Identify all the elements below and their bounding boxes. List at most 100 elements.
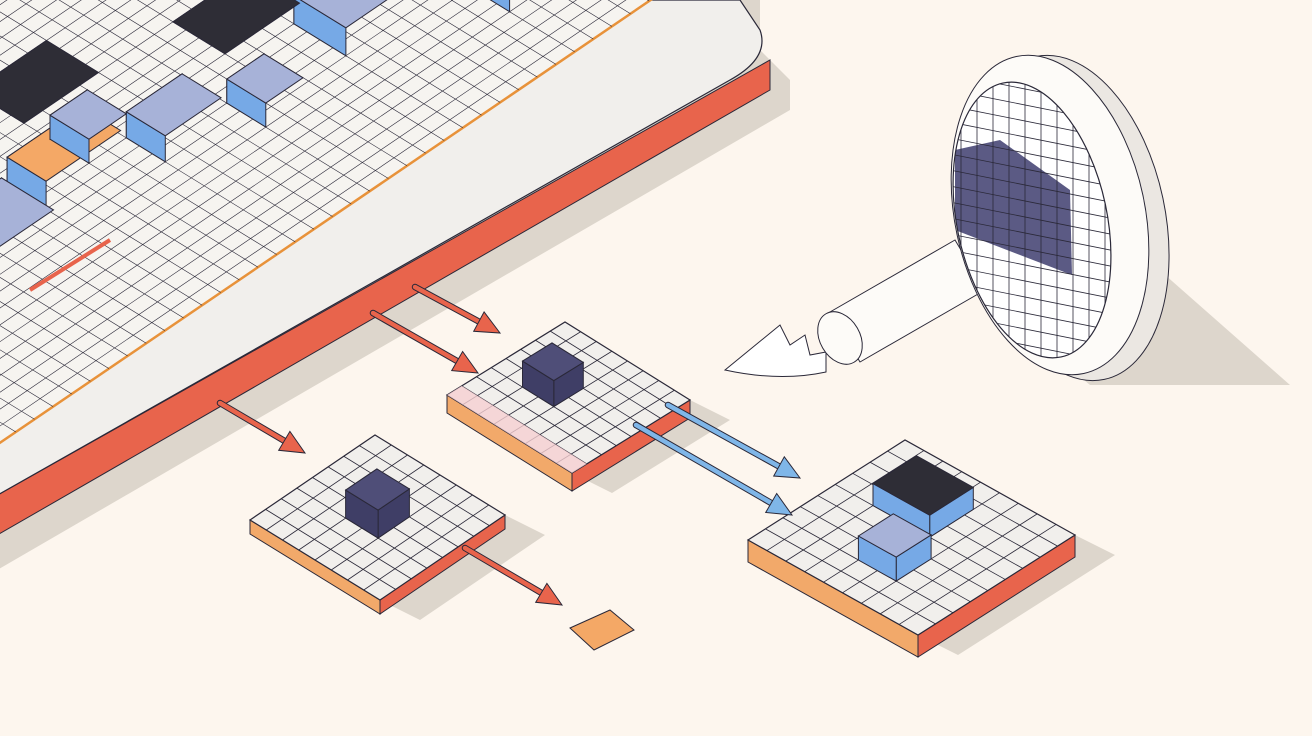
grid-line [0,132,240,281]
tile-middle [445,321,692,492]
grid-line [0,0,33,22]
arrows [216,283,802,606]
blue-arrow [632,421,794,516]
grid-line [215,0,445,141]
arrow-to-small-tile [216,399,307,454]
lens-grid-line [929,229,1131,271]
arrow-line [633,422,774,506]
magnifier-icon [723,54,1290,385]
grid-line [347,494,473,581]
grid-line [333,0,501,103]
grid-line [0,277,128,357]
block-top [49,89,128,140]
arrow-head [450,350,480,374]
block [293,0,388,57]
grid-tiles [248,321,1077,658]
arrow-to-middle-tile [369,309,480,374]
arrow-head [277,430,307,454]
grid-line [293,0,482,116]
grid-line [550,330,676,410]
grid-line [0,180,203,306]
lens-grid-line [929,149,1131,191]
grid-line [0,108,259,268]
grid-line [0,228,166,331]
board-grid [0,0,653,445]
navy-block [344,468,411,540]
grid-line [0,301,110,369]
main-board [0,0,790,569]
pink-row [447,385,587,473]
grid-line [363,504,489,591]
block-top [857,513,933,558]
arrow-head [534,582,564,606]
tile-shadow [572,400,730,493]
grid-line [372,0,519,91]
block-top [521,342,585,382]
grid-line [97,0,389,179]
block [125,72,223,163]
red-path [28,238,112,292]
grid-line [898,524,1057,625]
grid-line [254,0,464,129]
arrow-line [412,284,482,324]
arrow-line [370,310,460,364]
arrow-head [764,492,794,516]
lens-grid-line [929,181,1131,223]
grid-line [137,0,408,167]
arrow-to-square [461,544,564,606]
dark-block [872,455,975,539]
blue-arrow-to-large-tile [664,401,802,479]
handle-end [817,311,863,365]
grid-line [556,389,675,464]
block [857,513,933,583]
block-top [172,0,301,55]
block-top [0,177,55,247]
block [225,52,304,128]
block-side [293,0,347,57]
grid-line [176,0,426,154]
navy-block [521,342,585,408]
grid-line [524,370,644,445]
grid-line [0,0,82,56]
grid-line [861,502,1019,604]
block [0,176,55,247]
grid-line [0,325,91,382]
lens-grid-line [929,213,1131,255]
grid-line [450,0,557,65]
lens-grid-line [929,165,1131,207]
arrow-head [772,455,802,479]
lens-edge [952,81,1112,359]
block-top [872,455,975,516]
block [49,88,128,165]
arrow-head [472,310,502,334]
board-side [0,59,771,535]
arrow-line [217,400,287,444]
block-top [225,53,304,104]
grid-line [359,445,490,526]
arrow-to-middle-tile [411,283,502,334]
tile-shadow [380,515,545,620]
block-top [0,39,100,124]
arrow-line [462,545,544,596]
arrow-line [665,402,782,469]
grid-line [880,513,1038,615]
grid-line [0,0,58,39]
tile-large [746,439,1077,658]
grid-line [19,0,352,205]
grid-line [765,528,936,625]
block [489,0,511,13]
grid-line [0,156,221,293]
tile-small [248,434,507,615]
grid-line [766,450,925,551]
grid-line [0,204,184,319]
grid-line [540,380,659,454]
orange-square [569,609,635,651]
block-top [125,73,223,137]
lens-grid-line [929,197,1131,239]
block-side [489,0,511,13]
dark-tile [0,39,100,124]
block-top [299,0,388,29]
grid-line [0,252,147,344]
magnifier-light-cone [723,324,827,378]
